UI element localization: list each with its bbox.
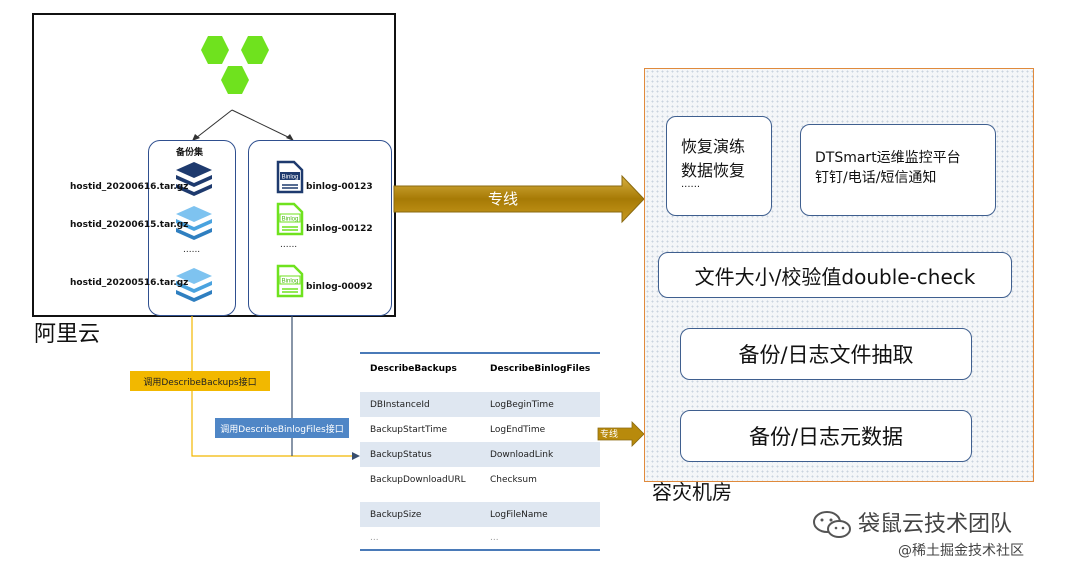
arrowhead-binlogs (286, 134, 294, 141)
table-row: ... ... (360, 527, 600, 551)
binlog-file-ellipsis: ...... (280, 240, 298, 250)
table-row: BackupStartTime LogEndTime (360, 417, 600, 442)
svg-text:Binlog: Binlog (282, 279, 299, 285)
monitor-node: DTSmart运维监控平台 钉钉/电话/短信通知 (800, 124, 996, 216)
arrowhead-backups (192, 134, 200, 141)
table-cell: LogFileName (490, 509, 548, 520)
table-cell: ... (490, 533, 499, 543)
table-cell: LogEndTime (490, 424, 546, 435)
table-cell: BackupSize (370, 509, 422, 520)
table-row: DBInstanceId LogBeginTime (360, 392, 600, 417)
table-row: BackupSize LogFileName (360, 502, 600, 527)
dr-site-label: 容灾机房 (652, 480, 732, 504)
aliyun-label: 阿里云 (34, 322, 101, 347)
backup-file-ellipsis: ...... (183, 245, 201, 255)
binlog-file-icon: Binlog (276, 160, 304, 194)
monitor-line1: DTSmart运维监控平台 (815, 150, 961, 166)
table-cell: ... (370, 533, 379, 543)
dedicated-line-label-small: 专线 (600, 430, 619, 440)
wechat-icon (813, 511, 851, 538)
backup-set-title: 备份集 (176, 148, 204, 158)
watermark-sub: @稀土掘金技术社区 (898, 543, 1024, 559)
database-stack-icon-2 (176, 206, 212, 240)
drill-line1: 恢复演练 (681, 137, 746, 156)
dedicated-line-arrow (393, 174, 645, 224)
backup-file-label: hostid_20200615.tar.gz (70, 220, 189, 230)
svg-text:Binlog: Binlog (282, 175, 299, 181)
backup-file-label: hostid_20200516.tar.gz (70, 278, 189, 288)
table-cell: BackupDownloadURL (370, 474, 466, 485)
logo-to-backups-line (195, 109, 233, 139)
binlog-file-icon-green: Binlog (276, 202, 304, 236)
table-cell: BackupStartTime (370, 424, 448, 435)
database-stack-icon (176, 162, 212, 196)
database-stack-icon-3 (176, 268, 212, 302)
table-header-cell: DescribeBinlogFiles (490, 364, 591, 374)
watermark-title: 袋鼠云技术团队 (858, 512, 1013, 537)
dedicated-line-arrow-small (597, 421, 645, 447)
file-extract-label: 备份/日志文件抽取 (738, 343, 914, 367)
table-header-cell: DescribeBackups (370, 364, 457, 374)
call-arrowhead (352, 452, 360, 460)
file-extract-node: 备份/日志文件抽取 (680, 328, 972, 380)
backups-call-line (191, 314, 356, 457)
describe-backups-call-tag: 调用DescribeBackups接口 (130, 371, 270, 391)
api-fields-table: DescribeBackups DescribeBinlogFiles DBIn… (360, 352, 600, 556)
binlog-file-icon-green-2: Binlog (276, 264, 304, 298)
drill-line2: 数据恢复 (681, 161, 746, 180)
drill-line3: ...... (681, 179, 701, 190)
table-header: DescribeBackups DescribeBinlogFiles (360, 352, 600, 384)
double-check-label: 文件大小/校验值double-check (694, 264, 976, 289)
binlog-file-label: binlog-00123 (306, 182, 373, 192)
svg-text:Binlog: Binlog (282, 217, 299, 223)
dedicated-line-label: 专线 (488, 190, 519, 208)
table-cell: Checksum (490, 474, 537, 485)
binlog-file-label: binlog-00092 (306, 282, 373, 292)
table-row: BackupDownloadURL Checksum (360, 467, 600, 492)
double-check-node: 文件大小/校验值double-check (658, 252, 1012, 298)
backup-file-label: hostid_20200616.tar.gz (70, 182, 189, 192)
table-cell: LogBeginTime (490, 399, 554, 410)
binlog-panel (248, 140, 392, 316)
table-cell: BackupStatus (370, 449, 432, 460)
describe-binlogs-call-tag: 调用DescribeBinlogFiles接口 (215, 418, 349, 438)
logo-to-binlogs-line (231, 109, 291, 139)
hexagon-logo-icon (201, 36, 269, 94)
drill-node: 恢复演练 数据恢复 ...... (666, 116, 772, 216)
table-cell: DownloadLink (490, 449, 554, 460)
table-cell: DBInstanceId (370, 399, 430, 410)
metadata-node: 备份/日志元数据 (680, 410, 972, 462)
table-row: BackupStatus DownloadLink (360, 442, 600, 467)
metadata-label: 备份/日志元数据 (748, 425, 904, 449)
binlog-file-label: binlog-00122 (306, 224, 373, 234)
monitor-line2: 钉钉/电话/短信通知 (815, 170, 937, 186)
